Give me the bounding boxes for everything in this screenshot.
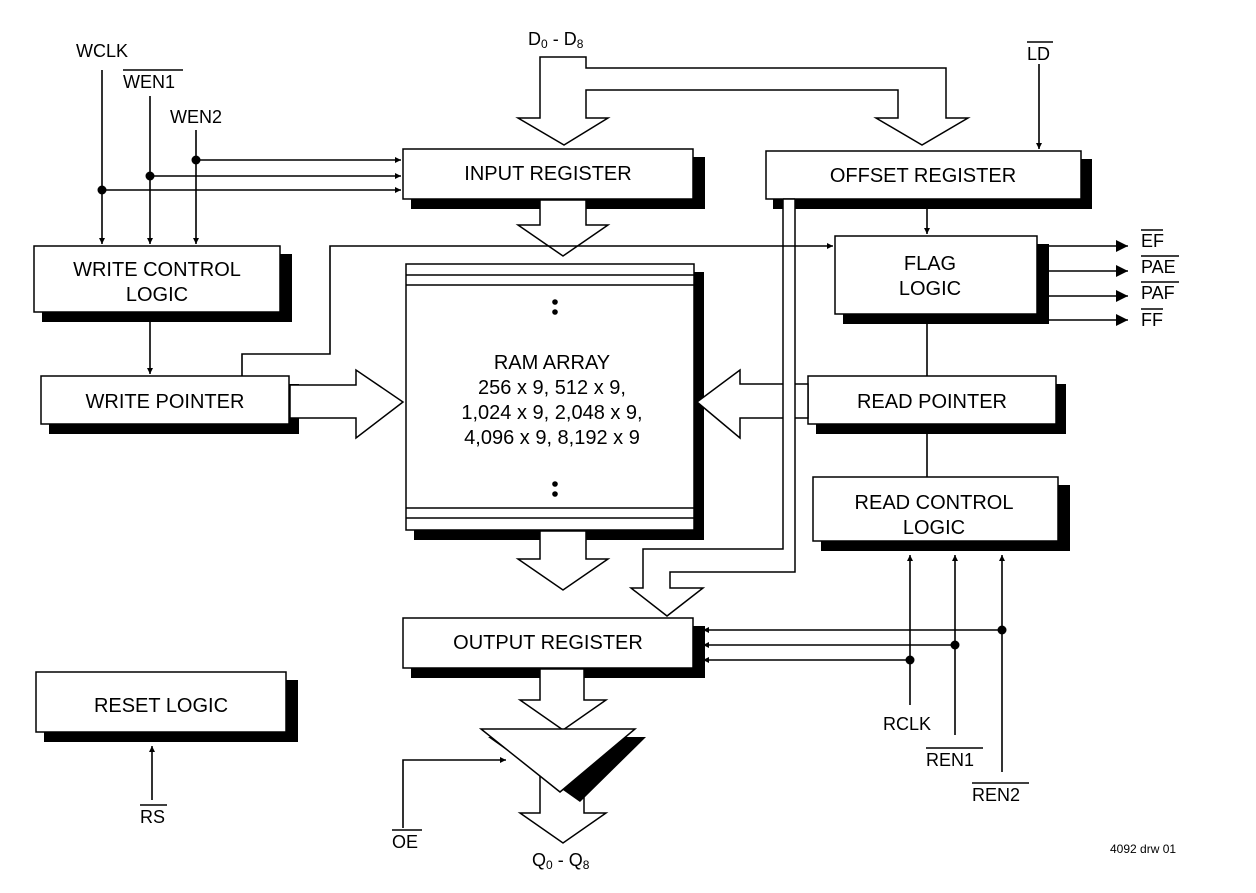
pae-label: PAE — [1141, 257, 1176, 277]
input-register-label: INPUT REGISTER — [464, 163, 631, 185]
ram-ellipsis-bottom-dot — [552, 481, 558, 487]
junction-dot — [950, 640, 960, 650]
ram-ellipsis-bottom-dot — [552, 491, 558, 497]
write-control-label-1: WRITE CONTROL — [73, 259, 241, 281]
input-register-block: INPUT REGISTER — [402, 148, 705, 209]
oe-label-group: OE — [392, 829, 422, 852]
ren1-label-group: REN1 — [926, 747, 983, 770]
offset-register-label: OFFSET REGISTER — [830, 165, 1016, 187]
reset-logic-block: RESET LOGIC — [35, 671, 298, 742]
ff-label-group: FF — [1141, 308, 1163, 330]
junction-dot — [997, 625, 1007, 635]
write-pointer-block: WRITE POINTER — [40, 375, 299, 434]
data-out-label: Q0 - Q8 — [532, 850, 590, 872]
junction-dot — [191, 155, 201, 165]
ram-ellipsis-top-dot — [552, 299, 558, 305]
flag-logic-label-2: LOGIC — [899, 278, 961, 300]
input-to-ram-bus — [515, 199, 611, 257]
ren2-label-group: REN2 — [972, 782, 1029, 805]
write-pointer-to-ram-bus — [289, 368, 405, 440]
read-pointer-label: READ POINTER — [857, 391, 1007, 413]
ld-label: LD — [1027, 44, 1050, 64]
data-in-sep: - — [548, 29, 564, 49]
offset-register-block: OFFSET REGISTER — [765, 150, 1092, 209]
ef-label: EF — [1141, 231, 1164, 251]
flag-output-wires — [1038, 240, 1128, 326]
ram-array-size-line: 256 x 9, 512 x 9, — [478, 377, 626, 399]
pae-label-group: PAE — [1141, 255, 1179, 277]
read-control-label-1: READ CONTROL — [855, 492, 1014, 514]
read-control-wires — [703, 555, 1007, 772]
paf-label-group: PAF — [1141, 281, 1179, 303]
rs-label-group: RS — [140, 804, 167, 827]
oe-wire — [402, 757, 506, 828]
data-in-base: D — [564, 29, 577, 49]
paf-label: PAF — [1141, 283, 1175, 303]
oe-label: OE — [392, 832, 418, 852]
reset-logic-label: RESET LOGIC — [94, 695, 228, 717]
ef-label-group: EF — [1141, 229, 1164, 251]
data-out-sep: - — [553, 850, 569, 870]
ram-array-size-line: 1,024 x 9, 2,048 x 9, — [461, 402, 642, 424]
ram-to-output-bus — [515, 530, 611, 591]
read-control-logic-block: READ CONTROL LOGIC — [812, 476, 1070, 551]
ld-label-group: LD — [1027, 41, 1053, 64]
output-to-buffer-bus — [517, 668, 609, 731]
offset-to-output-bus — [628, 198, 796, 617]
read-pointer-to-ram-bus — [695, 368, 809, 440]
ram-array-size-line: 4,096 x 9, 8,192 x 9 — [464, 427, 640, 449]
data-in-label: D0 - D8 — [528, 29, 584, 51]
junction-dot — [905, 655, 915, 665]
ram-array-block: RAM ARRAY 256 x 9, 512 x 9, 1,024 x 9, 2… — [405, 263, 704, 540]
ff-label: FF — [1141, 310, 1163, 330]
output-register-label: OUTPUT REGISTER — [453, 632, 643, 654]
output-buffer — [478, 728, 646, 844]
wclk-label: WCLK — [76, 41, 128, 61]
data-in-base: D — [528, 29, 541, 49]
rclk-label: RCLK — [883, 714, 931, 734]
ram-ellipsis-top-dot — [552, 309, 558, 315]
write-pointer-label: WRITE POINTER — [86, 391, 245, 413]
svg-text:Q0 - Q8: Q0 - Q8 — [532, 850, 590, 872]
write-pointer-to-flag-wire — [241, 243, 833, 376]
data-out-sub-to: 8 — [583, 858, 590, 872]
ren2-label: REN2 — [972, 785, 1020, 805]
flag-logic-label-1: FLAG — [904, 253, 956, 275]
write-control-wires — [97, 70, 401, 244]
wen1-label: WEN1 — [123, 72, 175, 92]
data-in-sub-from: 0 — [541, 37, 548, 51]
data-out-base: Q — [532, 850, 546, 870]
read-control-label-2: LOGIC — [903, 517, 965, 539]
junction-dot — [97, 185, 107, 195]
wen1-label-group: WEN1 — [123, 69, 183, 92]
write-control-logic-block: WRITE CONTROL LOGIC — [33, 245, 292, 322]
data-out-sub-from: 0 — [546, 858, 553, 872]
rs-label: RS — [140, 807, 165, 827]
ren1-label: REN1 — [926, 750, 974, 770]
data-in-bus — [515, 56, 971, 146]
flag-logic-block: FLAG LOGIC — [834, 235, 1049, 324]
drawing-id-label: 4092 drw 01 — [1110, 842, 1176, 856]
junction-dot — [145, 171, 155, 181]
ram-array-title: RAM ARRAY — [494, 352, 610, 374]
svg-text:D0 - D8: D0 - D8 — [528, 29, 584, 51]
write-control-label-2: LOGIC — [126, 284, 188, 306]
data-in-sub-to: 8 — [577, 37, 584, 51]
data-out-base: Q — [569, 850, 583, 870]
read-pointer-block: READ POINTER — [807, 375, 1066, 434]
wen2-label: WEN2 — [170, 107, 222, 127]
